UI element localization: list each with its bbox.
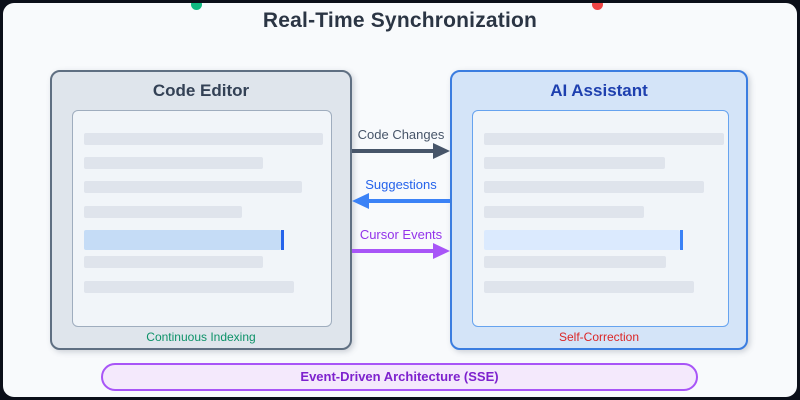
arrow-right-icon bbox=[433, 143, 450, 159]
flow-cursor-events: Cursor Events bbox=[352, 223, 450, 259]
code-line bbox=[84, 133, 323, 145]
code-line bbox=[484, 157, 665, 169]
assistant-activity-pulse-dot bbox=[592, 3, 603, 10]
code-line bbox=[84, 181, 302, 193]
code-line bbox=[84, 206, 242, 218]
code-editor-title: Code Editor bbox=[152, 81, 250, 100]
code-line bbox=[84, 256, 263, 268]
code-editor-status-label: Continuous Indexing bbox=[146, 330, 256, 344]
editor-activity-pulse-dot bbox=[191, 3, 202, 10]
code-line bbox=[484, 181, 704, 193]
code-line-highlighted bbox=[84, 230, 284, 250]
text-cursor bbox=[680, 230, 683, 250]
code-line bbox=[484, 281, 694, 293]
code-editor-document bbox=[72, 110, 332, 327]
flow-cursor-events-label: Cursor Events bbox=[359, 227, 443, 242]
code-line bbox=[484, 256, 666, 268]
text-cursor bbox=[281, 230, 284, 250]
arrow-line bbox=[369, 199, 450, 203]
flow-code-changes: Code Changes bbox=[352, 123, 450, 159]
code-line bbox=[484, 206, 644, 218]
event-driven-architecture-banner: Event-Driven Architecture (SSE) bbox=[101, 363, 698, 391]
page-title: Real-Time Synchronization bbox=[262, 9, 538, 32]
code-line bbox=[484, 133, 724, 145]
code-editor-panel: Code Editor Continuous Indexing bbox=[50, 70, 352, 350]
arrow-left-icon bbox=[352, 193, 369, 209]
flow-suggestions-label: Suggestions bbox=[365, 177, 437, 192]
ai-assistant-document bbox=[472, 110, 729, 327]
code-line bbox=[84, 157, 263, 169]
arrow-right-icon bbox=[433, 243, 450, 259]
code-line bbox=[84, 281, 294, 293]
code-line-highlighted bbox=[484, 230, 683, 250]
flow-code-changes-label: Code Changes bbox=[357, 127, 445, 142]
ai-assistant-title: AI Assistant bbox=[550, 81, 648, 100]
diagram-card: Real-Time Synchronization Code Editor Co… bbox=[3, 3, 797, 397]
arrow-line bbox=[352, 249, 433, 253]
ai-assistant-panel: AI Assistant Self-Correction bbox=[450, 70, 748, 350]
flow-suggestions: Suggestions bbox=[352, 173, 450, 209]
ai-assistant-status-label: Self-Correction bbox=[558, 330, 640, 344]
arrow-line bbox=[352, 149, 433, 153]
